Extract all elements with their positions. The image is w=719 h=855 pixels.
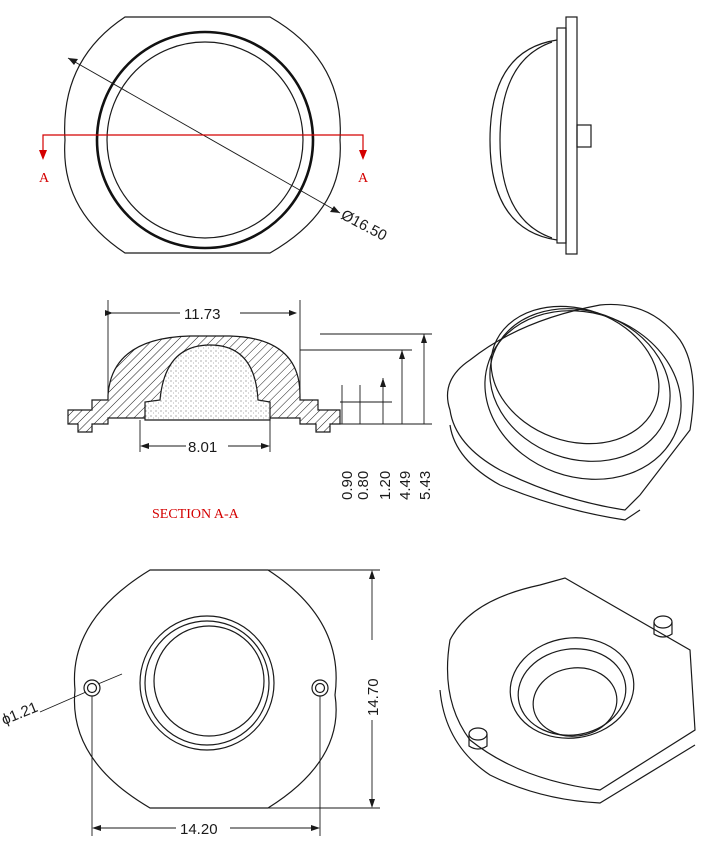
bottom-view-outline <box>73 569 337 809</box>
pin-hole-right-inner <box>314 682 326 694</box>
section-marker-left: A <box>39 171 50 186</box>
bottom-view: ϕ1.21 14.70 14.20 <box>0 569 382 838</box>
pin-leader-out <box>97 673 123 685</box>
width-arrow-left <box>92 825 101 831</box>
dim-543-arrow <box>421 334 427 343</box>
side-dome-inner <box>499 41 553 239</box>
bottom-inner-ring <box>153 625 265 737</box>
bottom-outer-ring-2 <box>144 620 270 746</box>
iso-view-base <box>439 577 696 804</box>
dim-label-h1: 0.90 <box>339 471 356 500</box>
dim-label-h5: 5.43 <box>417 471 434 500</box>
top-width-label: 11.73 <box>184 306 220 323</box>
side-view <box>489 16 592 255</box>
pin-hole-right <box>311 679 329 697</box>
section-view: 11.73 8.01 0.90 0.80 1.20 4.49 5.43 SECT… <box>67 300 434 522</box>
cavity-width-label: 8.01 <box>188 439 217 456</box>
lens-diameter-label: Ø16.50 <box>338 207 389 245</box>
cavity-arrow-left <box>140 443 149 449</box>
dim-label-h3: 1.20 <box>377 471 394 500</box>
iso2-pin-right-body <box>653 622 673 638</box>
cavity-arrow-right <box>261 443 270 449</box>
pin-diameter-label: ϕ1.21 <box>0 699 40 729</box>
dim-449-arrow <box>399 350 405 359</box>
side-pin <box>576 124 592 148</box>
width-label: 14.20 <box>180 821 218 838</box>
iso1-dome <box>490 305 660 445</box>
section-line <box>42 134 364 157</box>
iso1-rim-inner <box>489 308 671 462</box>
diameter-arrow-start <box>68 58 78 65</box>
iso2-inner-ring <box>517 648 627 736</box>
iso2-outer-ring <box>509 637 635 739</box>
iso2-cavity <box>532 667 618 737</box>
iso-view-dome <box>446 303 694 521</box>
side-flange <box>565 16 578 255</box>
side-step <box>556 27 567 244</box>
width-arrow-right <box>311 825 320 831</box>
dim-label-h2: 0.80 <box>355 471 372 500</box>
iso2-outline <box>446 577 696 791</box>
height-label: 14.70 <box>365 678 382 716</box>
iso1-base-edge <box>449 424 641 521</box>
section-cavity-fill <box>145 345 270 420</box>
iso2-pin-left-top <box>468 727 488 741</box>
pin-leader <box>39 691 87 713</box>
top-view: Ø16.50 A A <box>39 16 390 254</box>
section-arrow-left <box>39 150 47 160</box>
iso2-base-edge <box>439 689 696 804</box>
lens-dome <box>106 41 304 239</box>
section-arrow-right <box>359 150 367 160</box>
iso2-pin-right-top <box>653 615 673 629</box>
height-arrow-bottom <box>369 799 375 808</box>
diameter-arrow-end <box>330 206 340 213</box>
pin-hole-left-inner <box>86 682 98 694</box>
bottom-outer-ring <box>139 615 275 751</box>
side-dome <box>489 39 558 241</box>
height-arrow-top <box>369 570 375 579</box>
iso1-rim-outer <box>484 310 682 480</box>
lens-rim <box>95 30 315 250</box>
iso2-pin-left-body <box>468 734 488 750</box>
iso1-base-outline <box>446 303 694 511</box>
section-caption: SECTION A-A <box>152 507 240 522</box>
pin-hole-left <box>83 679 101 697</box>
top-view-outline <box>64 16 341 254</box>
section-marker-right: A <box>358 171 369 186</box>
dim-label-h4: 4.49 <box>397 471 414 500</box>
dim-120-arrow <box>380 378 386 387</box>
